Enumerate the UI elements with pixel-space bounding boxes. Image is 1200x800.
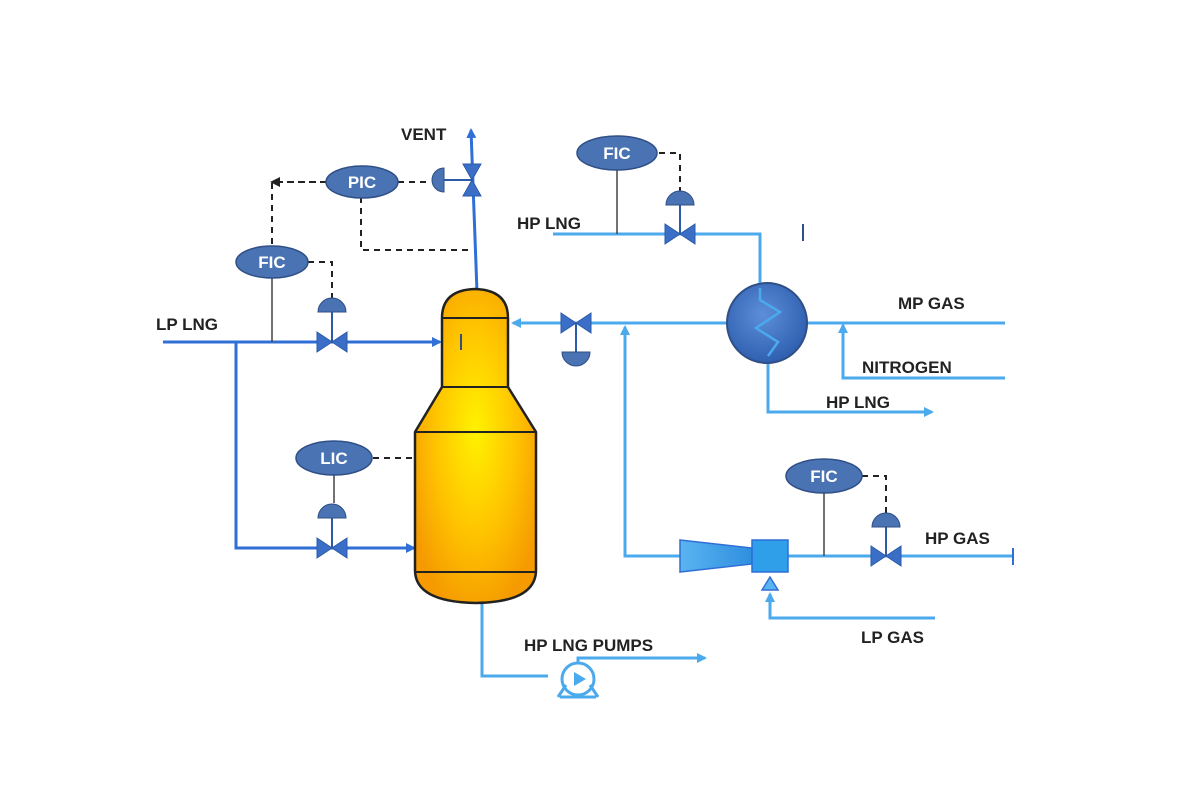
hp-lng-outlet-label: HP LNG [826, 393, 890, 412]
hp-lng-inlet-label: HP LNG [517, 214, 581, 233]
lic-instrument[interactable]: LIC [295, 440, 373, 476]
vent-label: VENT [401, 125, 447, 144]
lng-recondenser-vessel [413, 287, 538, 605]
hp-lng-pumps-label: HP LNG PUMPS [524, 636, 653, 655]
fic-lp-lng-instrument[interactable]: FIC [235, 245, 309, 279]
hp-gas-control-valve[interactable] [870, 512, 902, 567]
lp-gas-label: LP GAS [861, 628, 924, 647]
nitrogen-label: NITROGEN [862, 358, 952, 377]
lic-label: LIC [320, 449, 347, 468]
lp-lng-label: LP LNG [156, 315, 218, 334]
pic-instrument[interactable]: PIC [325, 165, 399, 199]
heat-exchanger[interactable] [726, 282, 808, 364]
hp-lng-pump[interactable] [556, 661, 600, 699]
nitrogen-line [838, 323, 1005, 380]
lp-gas-line [765, 592, 935, 620]
fic-gas-valve-signal [862, 475, 887, 516]
vent-control-valve[interactable] [431, 163, 482, 197]
level-control-valve[interactable] [316, 503, 348, 559]
lp-lng-bottom-branch-line [234, 342, 416, 553]
vessel-bottom-line [480, 602, 548, 678]
hp-gas-label: HP GAS [925, 529, 990, 548]
pic-fic-signal [271, 181, 326, 245]
hp-lng-inlet-line [553, 232, 762, 288]
fic-hp-valve-signal [659, 152, 681, 193]
fic-lp-valve-signal [308, 261, 333, 300]
pic-vessel-signal [360, 197, 471, 251]
fic-hp-gas-instrument[interactable]: FIC [785, 458, 863, 494]
hp-lng-control-valve[interactable] [664, 190, 696, 245]
fic-hp-gas-label: FIC [810, 467, 837, 486]
fic-lp-lng-label: FIC [258, 253, 285, 272]
lp-lng-feed-control-valve[interactable] [316, 297, 348, 353]
fic-hp-lng-instrument[interactable]: FIC [576, 135, 658, 171]
gas-compressor[interactable] [679, 539, 789, 591]
pic-label: PIC [348, 173, 376, 192]
mp-gas-label: MP GAS [898, 294, 965, 313]
compressor-discharge-line [620, 325, 680, 558]
fic-hp-lng-label: FIC [603, 144, 630, 163]
return-line-control-valve[interactable] [560, 312, 592, 367]
pump-discharge-line [576, 653, 707, 676]
hp-lng-outlet-line [766, 358, 934, 417]
vent-line [466, 128, 479, 293]
